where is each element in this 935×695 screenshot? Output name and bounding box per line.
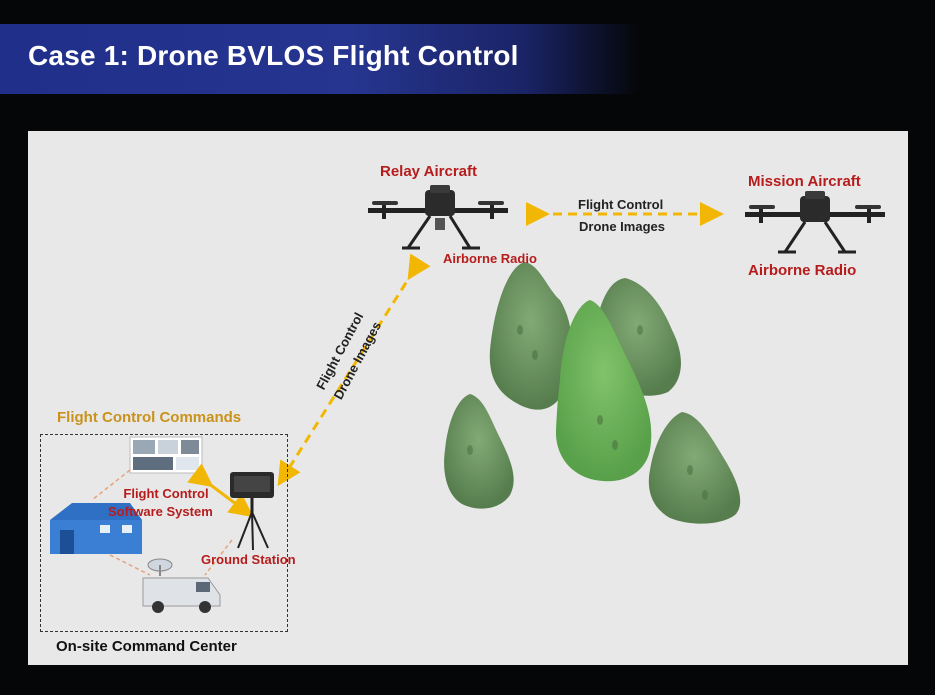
connector-line (204, 539, 233, 576)
mission-aircraft-label: Mission Aircraft (748, 173, 861, 190)
software-system-line1: Flight Control (123, 486, 209, 501)
mountain-shape (444, 394, 514, 509)
mountain-shape (648, 412, 741, 524)
link-top-line2: Drone Images (579, 219, 665, 234)
ground-station-icon (230, 472, 274, 551)
command-center-label: On-site Command Center (56, 638, 237, 655)
airborne-radio-relay-label: Airborne Radio (443, 251, 537, 266)
link-arrow-diagonal (277, 253, 431, 487)
link-top-line1: Flight Control (578, 197, 664, 212)
relay-drone-icon (368, 185, 508, 250)
mountain-shape (489, 262, 572, 410)
link-arrow-software (187, 463, 254, 518)
command-center-box (40, 434, 288, 632)
tent-icon (50, 503, 142, 554)
relay-aircraft-label: Relay Aircraft (380, 163, 477, 180)
van-icon (142, 558, 221, 613)
mountains-illustration (444, 262, 741, 524)
mission-drone-icon (745, 191, 885, 254)
mountain-shape (555, 300, 652, 482)
airborne-radio-mission-label: Airborne Radio (748, 262, 857, 279)
connector-line (109, 554, 151, 576)
connector-line (91, 469, 131, 501)
slide-title: Case 1: Drone BVLOS Flight Control (28, 40, 519, 71)
software-system-line2: Software System (108, 504, 213, 519)
title-banner (0, 24, 640, 94)
ground-station-label: Ground Station (201, 552, 296, 567)
flight-control-commands-label: Flight Control Commands (57, 409, 242, 426)
